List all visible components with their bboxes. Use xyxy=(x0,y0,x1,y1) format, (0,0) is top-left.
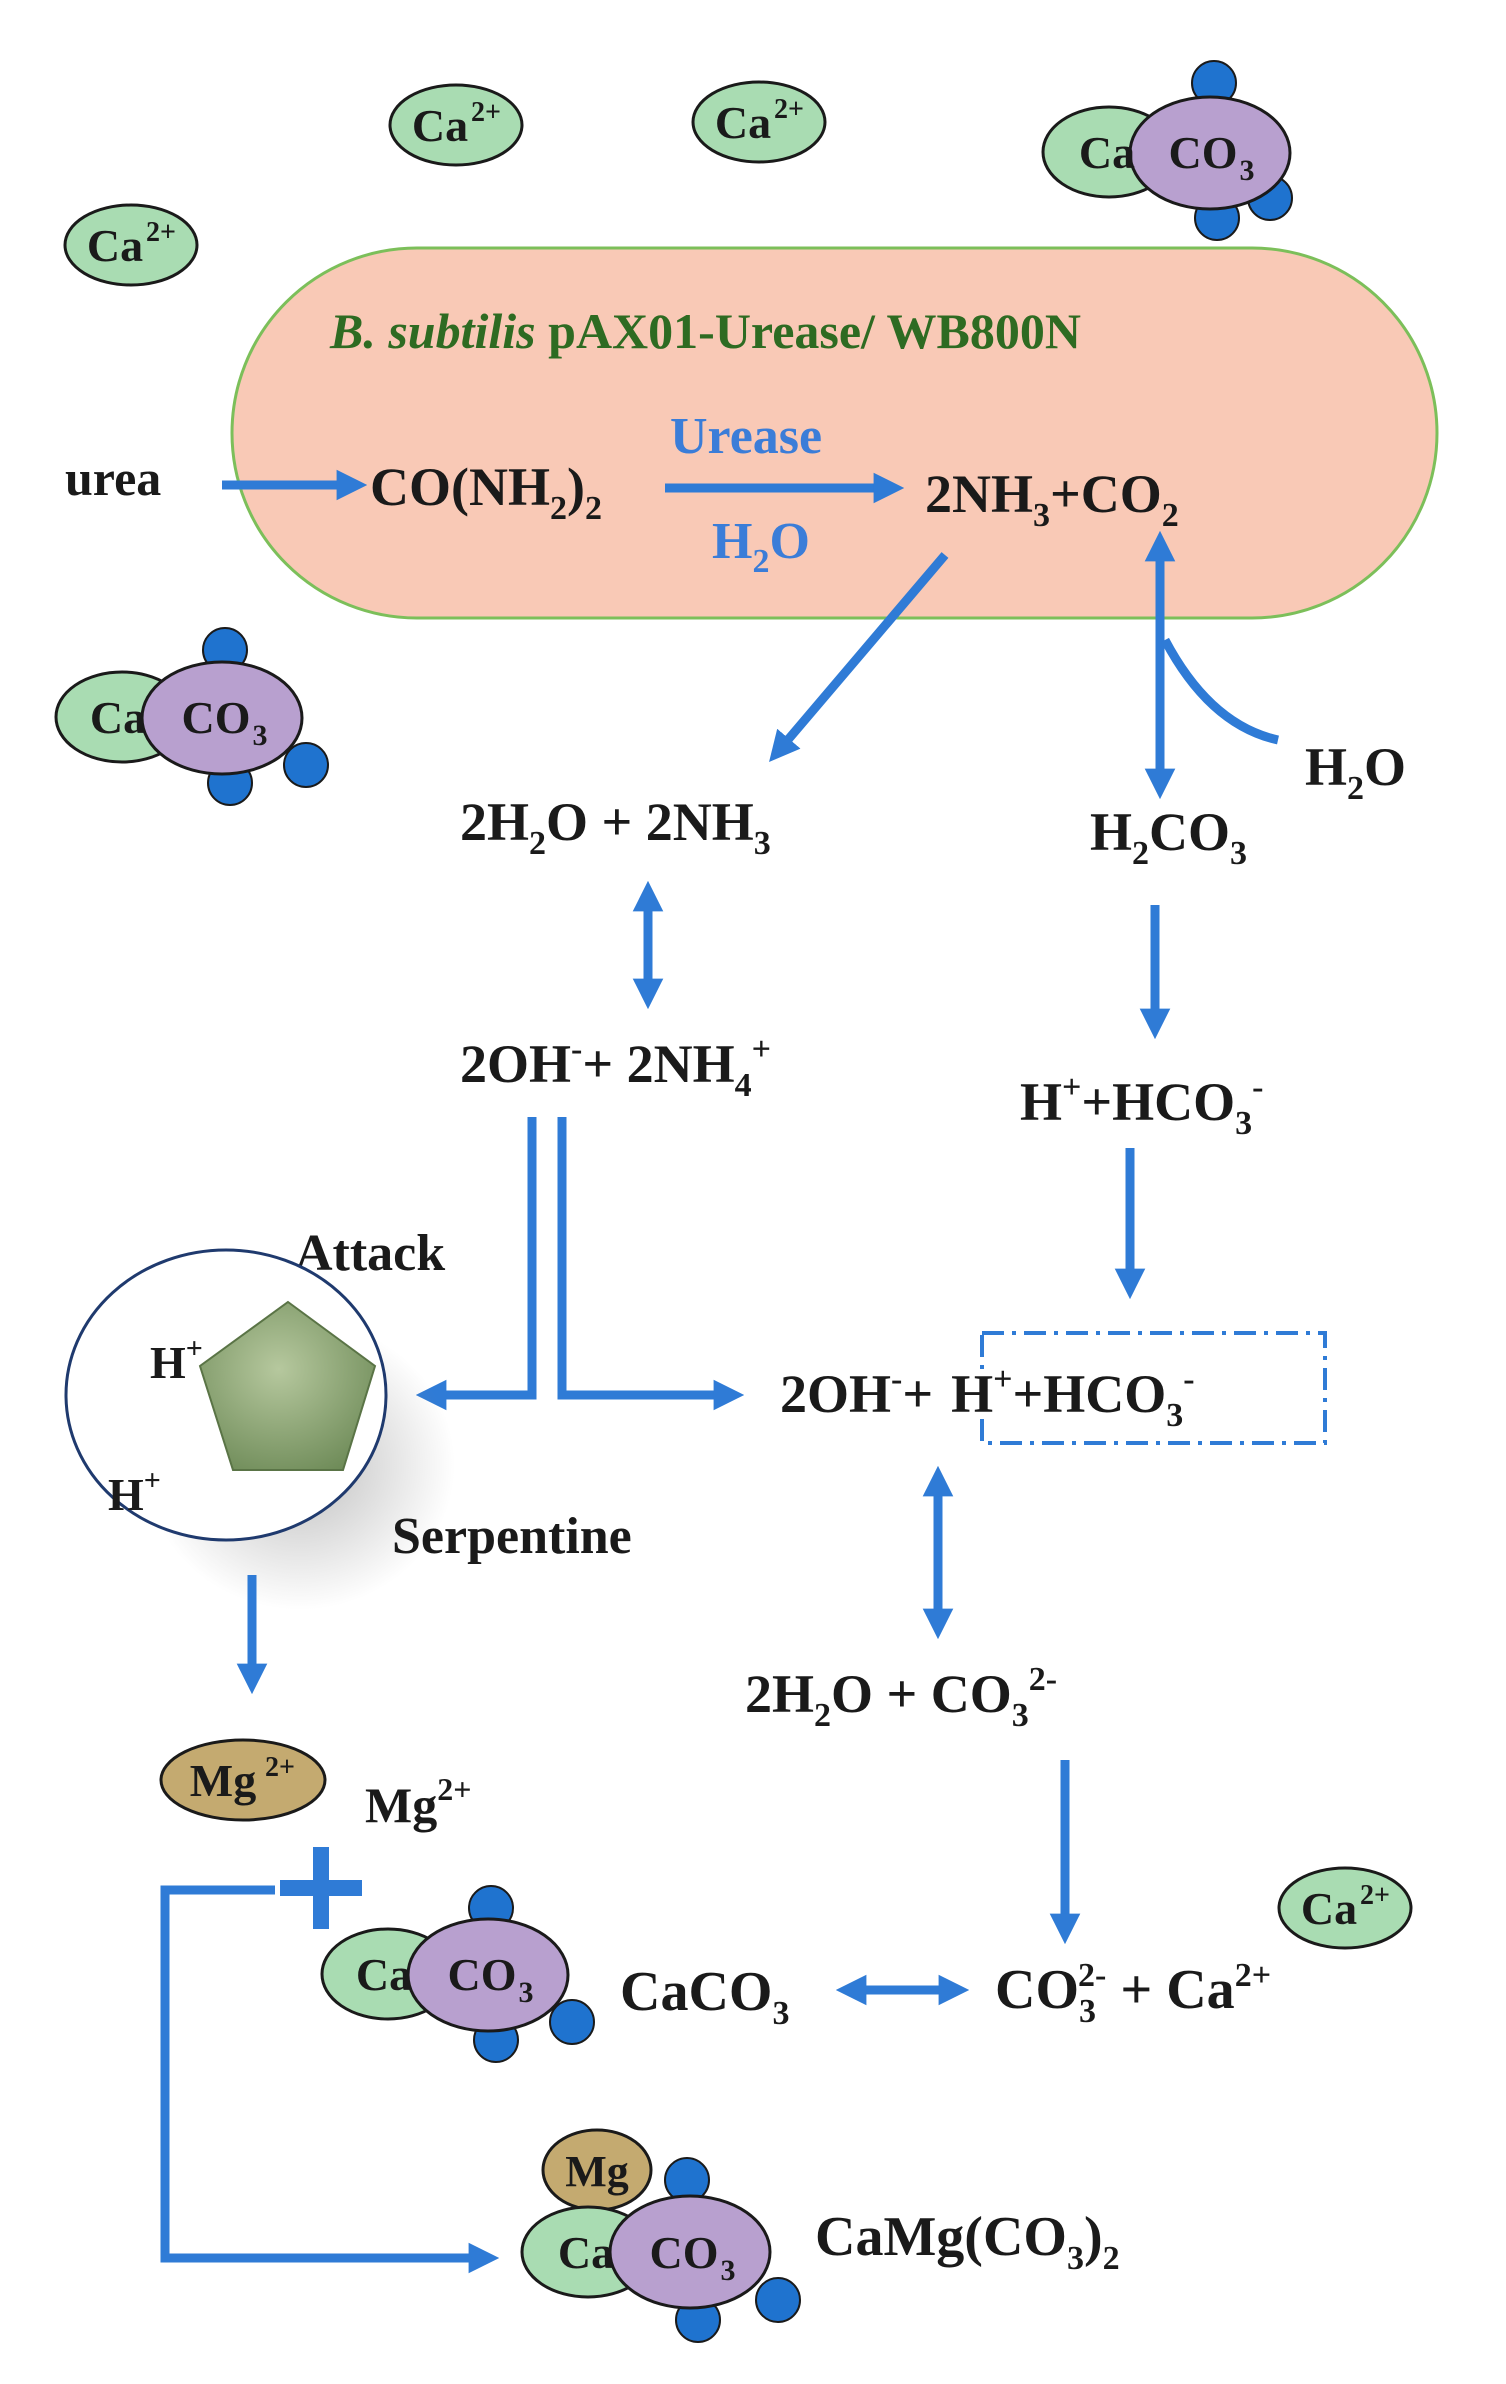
carbonate-equation: 2H2O + CO32- xyxy=(745,1661,1057,1734)
ca-ion-label: Ca xyxy=(87,220,143,271)
urea-label: urea xyxy=(65,450,161,506)
ca-ion-label: Ca xyxy=(1301,1883,1357,1934)
svg-text:3: 3 xyxy=(253,719,268,752)
svg-text:3: 3 xyxy=(519,1976,534,2009)
mg-ion: Mg 2+ xyxy=(159,1738,327,1822)
h-ion-2: H+ xyxy=(108,1464,161,1520)
serpentine-mineral: H+ H+ xyxy=(64,1248,455,1610)
hydroxide-ammonium-equation: 2OH-+ 2NH4+ xyxy=(460,1031,771,1104)
svg-text:3: 3 xyxy=(1240,154,1255,187)
svg-text:Mg: Mg xyxy=(565,2147,629,2196)
caco3-molecule-icon-bottom: Ca CO 3 xyxy=(320,1885,595,2063)
svg-text:Mg: Mg xyxy=(190,1755,256,1806)
attack-label: Attack xyxy=(295,1225,445,1282)
ammonia-equation: 2H2O + 2NH3 xyxy=(460,792,771,862)
svg-text:CO: CO xyxy=(1169,127,1238,178)
calcium-carbonate-ions: CO32- + Ca2+ xyxy=(995,1957,1271,2030)
svg-text:2+: 2+ xyxy=(265,1752,295,1783)
svg-text:3: 3 xyxy=(721,2254,736,2287)
bicarbonate-equation: H++HCO3- xyxy=(1020,1069,1264,1142)
strain-label: B. subtilis pAX01-Urease/ WB800N xyxy=(329,303,1081,359)
caco3-molecule-icon-left: Ca CO 3 xyxy=(54,627,329,806)
h-ion-1: H+ xyxy=(150,1332,203,1388)
ca-ion-charge: 2+ xyxy=(471,97,501,128)
serpentine-label: Serpentine xyxy=(392,1508,632,1565)
hydrolysis-products: 2NH3+CO2 xyxy=(925,464,1179,534)
ca-ion-charge: 2+ xyxy=(1360,1880,1390,1911)
caco3-label: CaCO3 xyxy=(620,1961,789,2032)
svg-text:CO: CO xyxy=(448,1949,517,2000)
svg-text:CO: CO xyxy=(650,2227,719,2278)
ca-ion-label: Ca xyxy=(715,97,771,148)
urea-formula: CO(NH2)2 xyxy=(370,457,602,527)
water-input-curve xyxy=(1161,637,1280,745)
water-input-label: H2O xyxy=(1305,737,1406,807)
dolomite-molecule-icon: Mg Ca CO 3 xyxy=(520,2128,801,2343)
svg-text:CO: CO xyxy=(182,692,251,743)
ca-ion-free-4: Ca 2+ xyxy=(1277,1866,1413,1950)
svg-text:Ca: Ca xyxy=(356,1949,412,2000)
dolomite-label: CaMg(CO3)2 xyxy=(815,2206,1120,2277)
arrow-to-ammonia xyxy=(769,552,949,762)
ca-ion-charge: 2+ xyxy=(146,217,176,248)
ca-ion-charge: 2+ xyxy=(774,94,804,125)
mg-label: Mg2+ xyxy=(365,1771,471,1833)
svg-text:Ca: Ca xyxy=(90,692,146,743)
ca-ion-free-3: Ca 2+ xyxy=(63,203,199,287)
carbonic-acid: H2CO3 xyxy=(1090,802,1247,872)
plus-icon xyxy=(280,1847,362,1929)
svg-text:Ca: Ca xyxy=(1079,127,1135,178)
serpentine-pentagon-icon xyxy=(198,1300,377,1471)
ca-ion-free-1: Ca 2+ xyxy=(388,83,524,167)
enzyme-label: Urease xyxy=(670,408,822,465)
bicarbonate-highlight-box xyxy=(980,1331,1327,1445)
caco3-molecule-icon-top: Ca CO 3 xyxy=(1041,60,1293,241)
arrow-to-dolomite xyxy=(160,1885,500,2274)
combined-equation: 2OH-+H++HCO3- xyxy=(780,1361,1195,1434)
arrow-attack-serpentine xyxy=(415,1117,537,1411)
ca-ion-free-2: Ca 2+ xyxy=(691,80,827,164)
water-label-cell: H2O xyxy=(712,513,810,580)
svg-text:Ca: Ca xyxy=(558,2227,614,2278)
ca-ion-label: Ca xyxy=(412,100,468,151)
bacterial-cell: B. subtilis pAX01-Urease/ WB800N xyxy=(230,246,1439,620)
arrow-to-hydroxide xyxy=(557,1117,745,1411)
